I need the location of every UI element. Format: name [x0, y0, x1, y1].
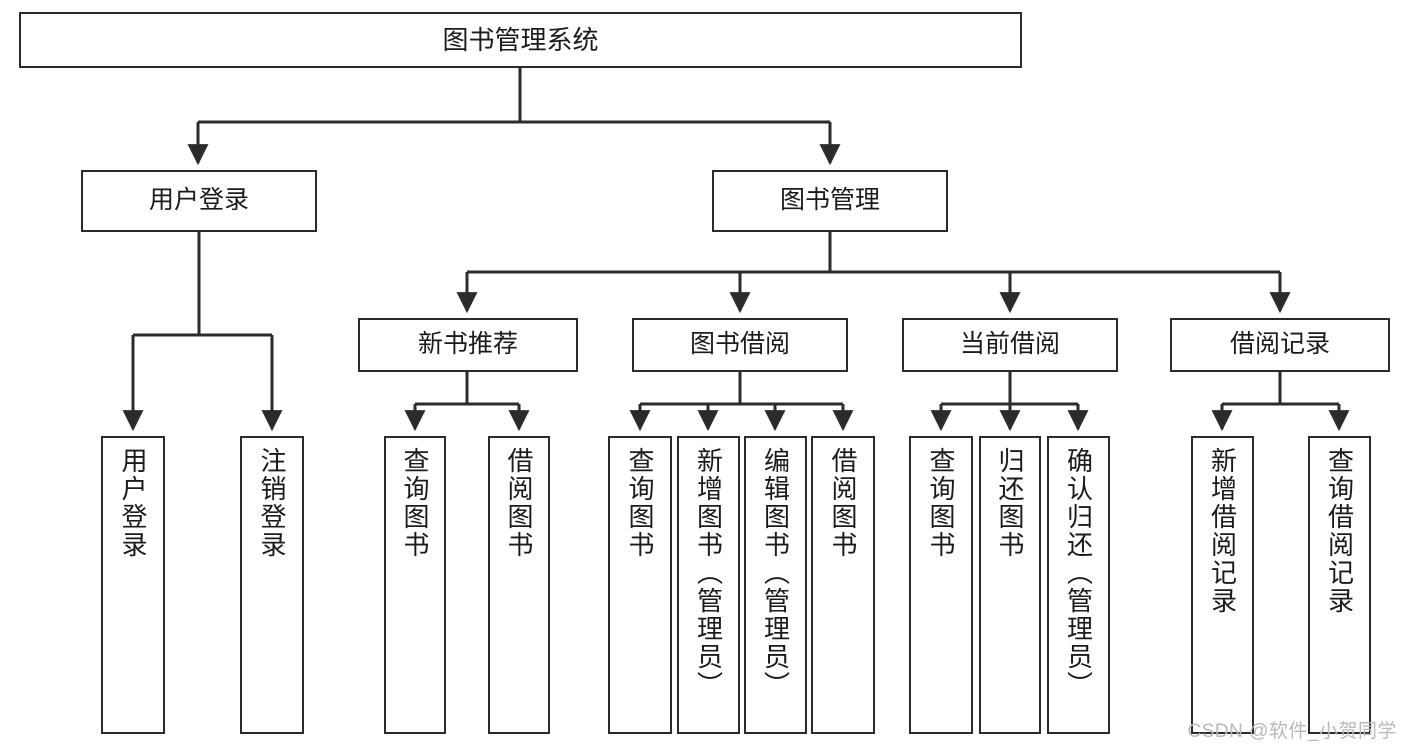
node-user-login[interactable]: 用户登录	[81, 170, 317, 232]
node-leaf-confirm-return[interactable]: 确认归还（管理员）	[1047, 436, 1110, 734]
node-leaf-query-record-label: 查询借阅记录	[1324, 447, 1355, 615]
node-leaf-query-record[interactable]: 查询借阅记录	[1308, 436, 1371, 734]
node-new-book-recommend[interactable]: 新书推荐	[358, 318, 578, 372]
node-root-label: 图书管理系统	[442, 24, 599, 55]
node-leaf-query-book-1-label: 查询图书	[400, 447, 430, 559]
node-leaf-query-book-1[interactable]: 查询图书	[384, 436, 446, 734]
node-leaf-user-login-label: 用户登录	[118, 447, 148, 559]
node-book-manage-label: 图书管理	[779, 186, 880, 215]
node-leaf-borrow-book-2-label: 借阅图书	[828, 447, 858, 559]
node-borrow-record-label: 借阅记录	[1229, 330, 1330, 359]
node-leaf-add-book-label: 新增图书（管理员）	[693, 447, 724, 699]
node-leaf-return-book[interactable]: 归还图书	[979, 436, 1041, 734]
node-leaf-borrow-book-1[interactable]: 借阅图书	[488, 436, 550, 734]
node-leaf-edit-book-label: 编辑图书（管理员）	[760, 447, 791, 699]
node-root[interactable]: 图书管理系统	[19, 12, 1022, 68]
node-book-manage[interactable]: 图书管理	[712, 170, 948, 232]
node-leaf-confirm-return-label: 确认归还（管理员）	[1063, 447, 1094, 699]
node-leaf-logout-login-label: 注销登录	[257, 447, 287, 559]
node-leaf-query-book-3-label: 查询图书	[926, 447, 956, 559]
node-current-borrow-label: 当前借阅	[959, 330, 1060, 359]
node-leaf-add-record[interactable]: 新增借阅记录	[1191, 436, 1254, 734]
watermark-text: CSDN @软件_小贺同学	[1187, 721, 1397, 742]
node-book-borrow-label: 图书借阅	[689, 330, 790, 359]
node-leaf-logout-login[interactable]: 注销登录	[240, 436, 304, 734]
node-leaf-return-book-label: 归还图书	[995, 447, 1025, 559]
node-borrow-record[interactable]: 借阅记录	[1170, 318, 1390, 372]
node-leaf-query-book-3[interactable]: 查询图书	[909, 436, 973, 734]
node-leaf-borrow-book-1-label: 借阅图书	[504, 447, 534, 559]
node-leaf-query-book-2-label: 查询图书	[625, 447, 655, 559]
node-leaf-add-book[interactable]: 新增图书（管理员）	[677, 436, 740, 734]
node-leaf-borrow-book-2[interactable]: 借阅图书	[811, 436, 875, 734]
node-leaf-add-record-label: 新增借阅记录	[1207, 447, 1238, 615]
node-new-book-recommend-label: 新书推荐	[417, 330, 518, 359]
node-leaf-edit-book[interactable]: 编辑图书（管理员）	[744, 436, 807, 734]
node-user-login-label: 用户登录	[148, 186, 249, 215]
node-leaf-user-login[interactable]: 用户登录	[101, 436, 165, 734]
node-book-borrow[interactable]: 图书借阅	[632, 318, 848, 372]
node-leaf-query-book-2[interactable]: 查询图书	[608, 436, 672, 734]
node-current-borrow[interactable]: 当前借阅	[902, 318, 1118, 372]
